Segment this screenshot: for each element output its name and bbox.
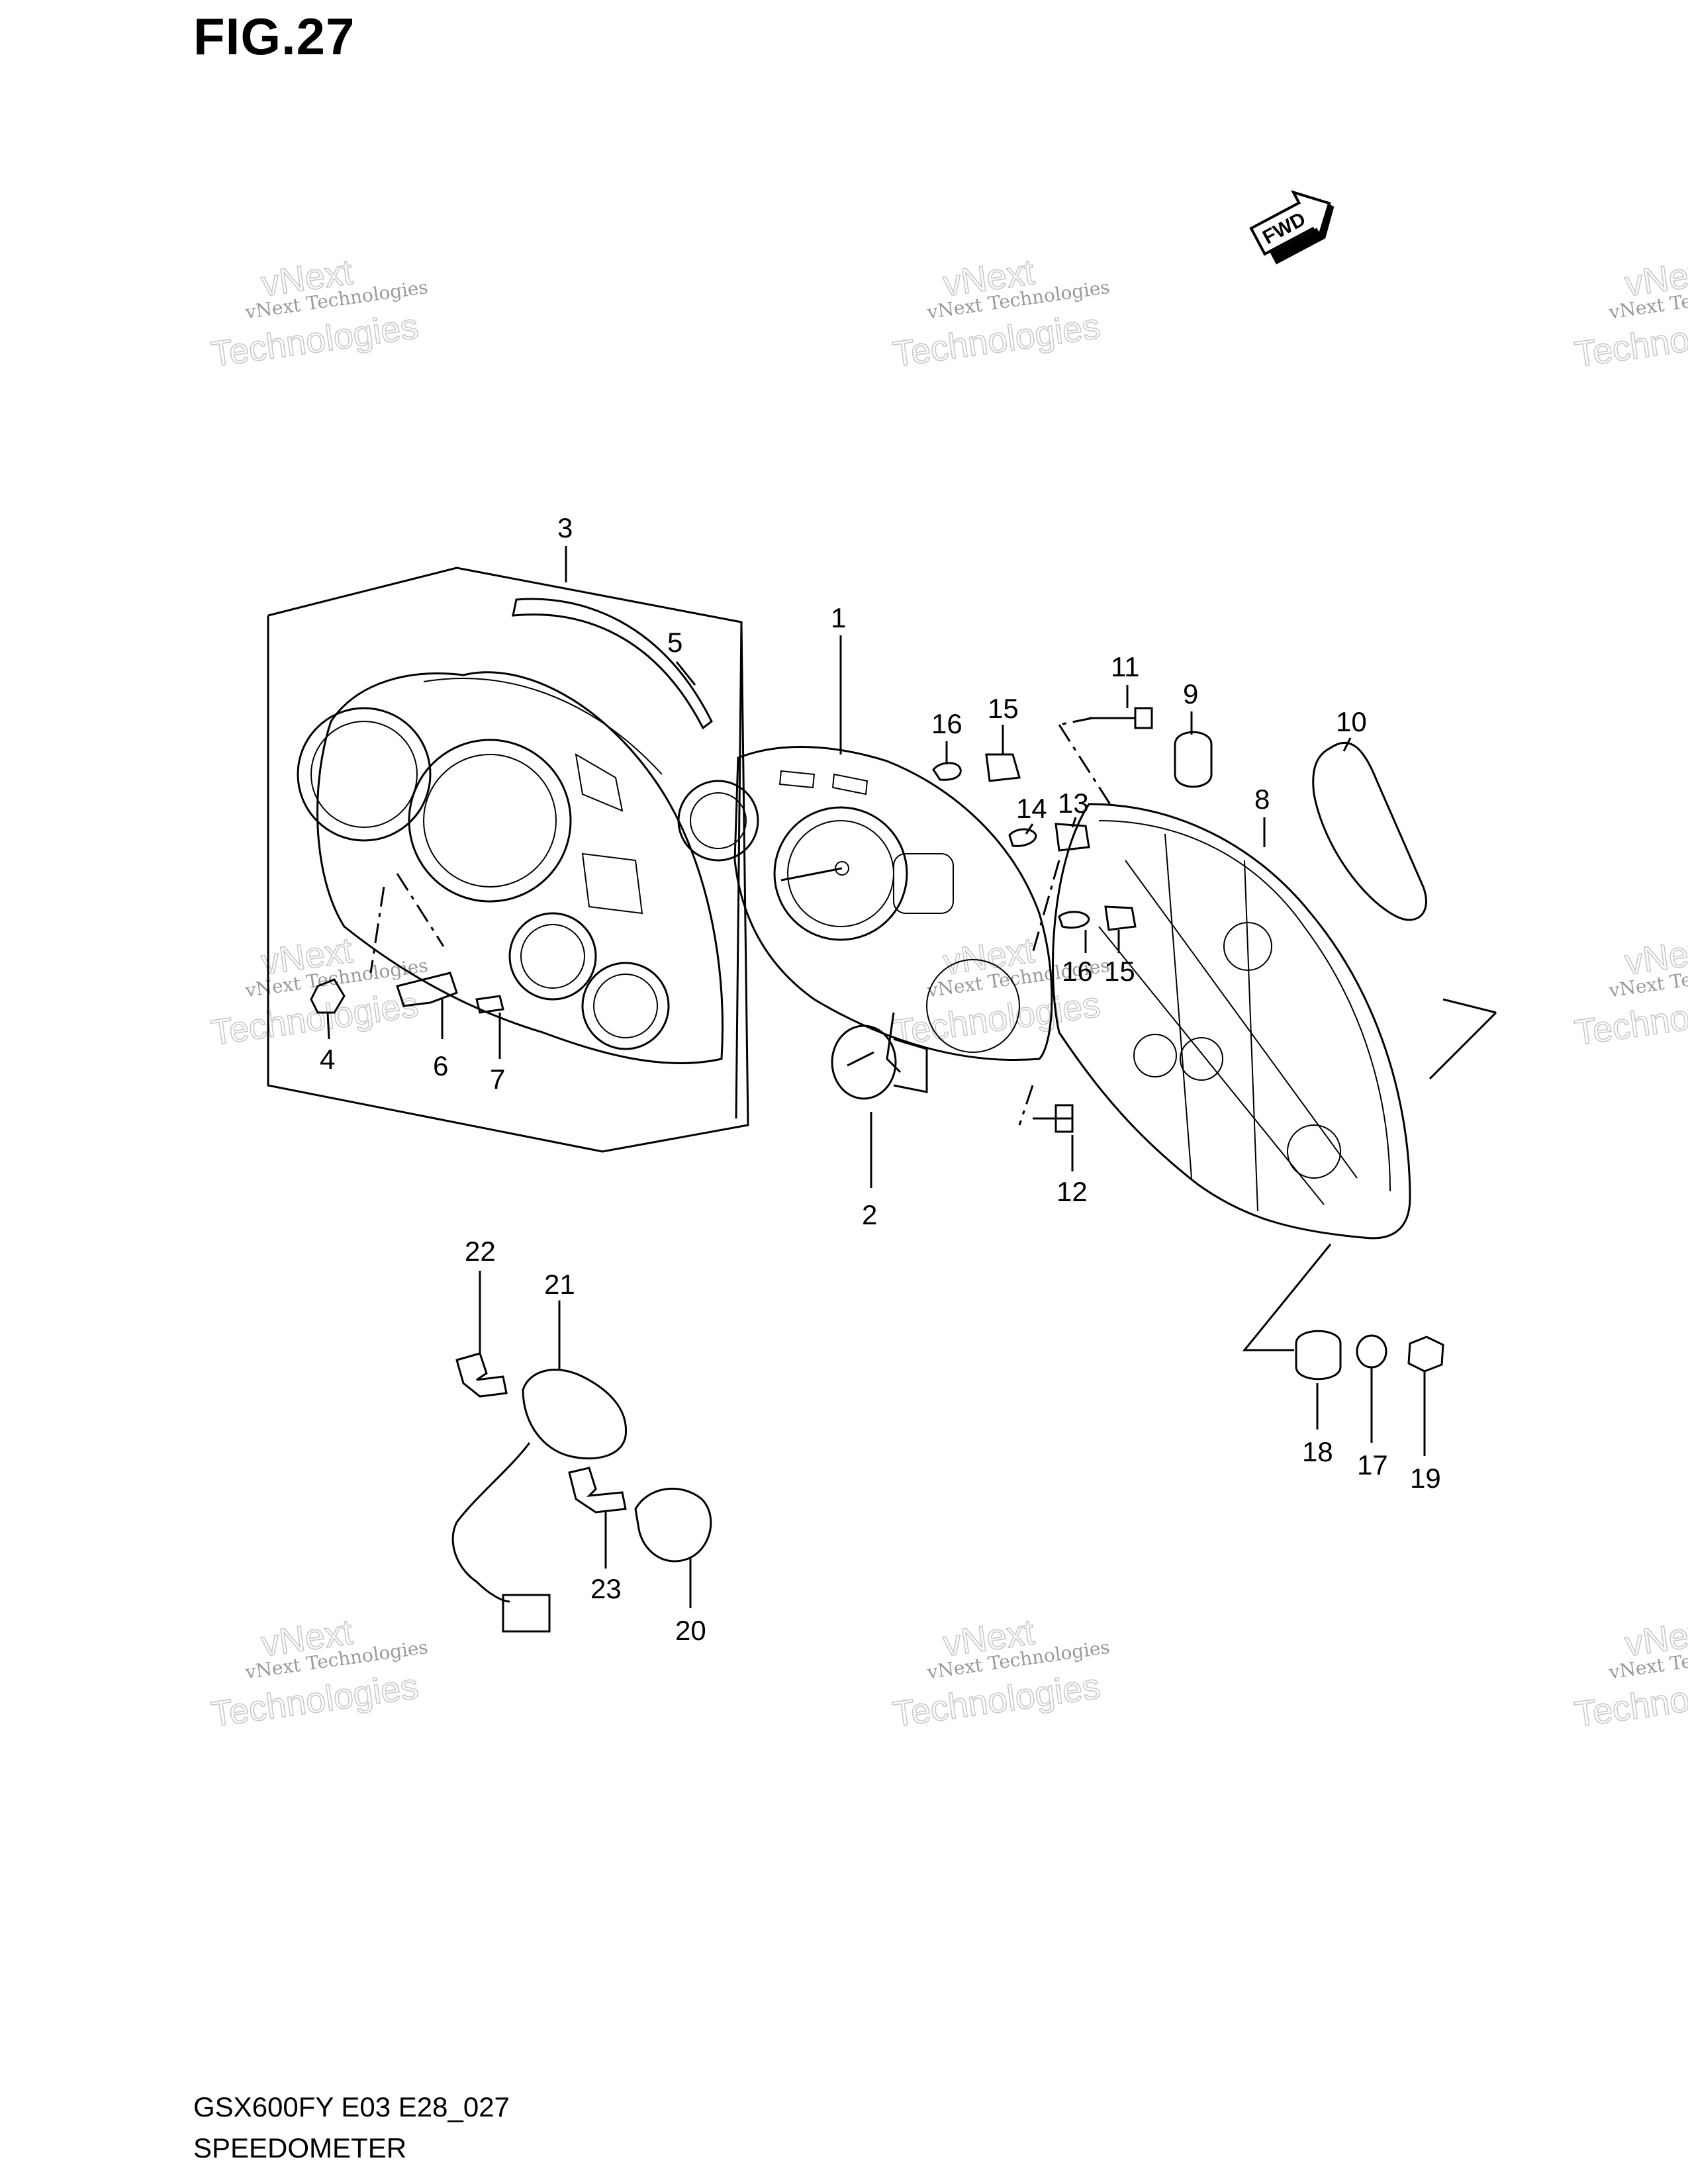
callout-12: 12	[1056, 1176, 1088, 1207]
watermark-text: Technologies	[209, 1666, 421, 1735]
part-4-nut	[310, 978, 346, 1014]
callout-13: 13	[1058, 788, 1089, 819]
watermark-group: vNext vNext Technologies Technologies vN…	[208, 251, 1688, 1735]
part-5-visor-strip	[512, 598, 713, 730]
part-15-socket-lower	[1104, 905, 1137, 931]
watermark-text: Technologies	[890, 985, 1103, 1053]
callout-6: 6	[433, 1050, 448, 1081]
watermark: vNext vNext Technologies Technologies	[1571, 251, 1688, 375]
meter-case-box	[267, 567, 749, 1153]
small-parts	[310, 707, 1444, 1381]
part-7-screw	[475, 995, 504, 1014]
callout-15-upper: 15	[988, 693, 1019, 724]
watermark: vNext vNext Technologies Technologies	[1571, 1612, 1688, 1735]
part-20-rotor	[634, 1487, 712, 1563]
part-21-wire	[451, 1442, 531, 1603]
callout-11: 11	[1111, 651, 1140, 682]
callout-4: 4	[320, 1044, 335, 1075]
callout-21: 21	[544, 1269, 575, 1300]
speed-sensor-assembly	[451, 1352, 712, 1633]
part-16-bulb-upper	[932, 762, 962, 781]
part-9-grommet	[1174, 731, 1213, 788]
watermark-text: Technologies	[209, 985, 421, 1053]
part-3-meter-cover	[297, 671, 724, 1064]
part-16-bulb-lower	[1058, 911, 1090, 929]
watermark: vNext vNext Technologies Technologies	[890, 251, 1111, 375]
callout-labels: 1 2 3 4 5 6 7 8 9 10 11 12 13 14 15 15 1…	[320, 512, 1441, 1646]
leader-lines	[326, 546, 1497, 1608]
watermark-text: Technologies	[890, 306, 1103, 375]
part-8-meter-back-case	[1052, 803, 1411, 1240]
part-11-screw	[1089, 707, 1153, 729]
watermark: vNext vNext Technologies Technologies	[890, 1612, 1111, 1735]
model-code: GSX600FY E03 E28_027	[193, 2091, 510, 2122]
watermark-text: Technologies	[209, 306, 421, 375]
callout-17: 17	[1357, 1449, 1388, 1480]
callout-22: 22	[465, 1236, 496, 1267]
callout-10: 10	[1336, 706, 1367, 737]
watermark-text: Technologies	[890, 1666, 1103, 1735]
part-2-socket	[831, 1024, 928, 1100]
callout-16-upper: 16	[931, 708, 962, 739]
figure-title: FIG.27	[193, 7, 355, 66]
part-14-bulb	[1008, 828, 1037, 847]
part-15-socket-upper	[985, 753, 1021, 782]
callout-5: 5	[667, 627, 682, 658]
part-21-connector	[502, 1594, 551, 1633]
callout-9: 9	[1183, 678, 1198, 709]
part-17-washer	[1356, 1334, 1387, 1369]
callout-23: 23	[590, 1573, 622, 1604]
part-21-sensor	[522, 1369, 628, 1460]
watermark: vNext vNext Technologies Technologies	[208, 251, 429, 375]
watermark: vNext vNext Technologies Technologies	[1571, 930, 1688, 1054]
section-name: SPEEDOMETER	[193, 2132, 407, 2163]
callout-14: 14	[1016, 793, 1047, 824]
callout-19: 19	[1410, 1463, 1441, 1494]
watermark: vNext vNext Technologies Technologies	[208, 1612, 429, 1735]
part-10-bracket	[1312, 741, 1427, 921]
callout-8: 8	[1254, 784, 1270, 815]
callout-7: 7	[490, 1064, 505, 1095]
fwd-arrow-icon: FWD	[1249, 190, 1335, 265]
part-18-grommet	[1295, 1330, 1342, 1381]
part-23-bolt	[568, 1467, 627, 1514]
callout-1: 1	[831, 602, 846, 633]
part-19-nut	[1407, 1336, 1444, 1373]
part-12-screw	[1033, 1104, 1074, 1133]
callout-3: 3	[557, 512, 573, 543]
callout-15-lower: 15	[1104, 956, 1135, 987]
callout-18: 18	[1302, 1436, 1333, 1467]
callout-2: 2	[862, 1199, 877, 1230]
callout-16-lower: 16	[1062, 956, 1093, 987]
part-1-meter-assembly	[677, 746, 1053, 1062]
part-22-bolt	[455, 1352, 508, 1398]
callout-20: 20	[675, 1615, 706, 1646]
part-13-socket	[1055, 823, 1090, 852]
part-6-bolt	[396, 972, 458, 1007]
assembly-lines	[369, 717, 1497, 1351]
